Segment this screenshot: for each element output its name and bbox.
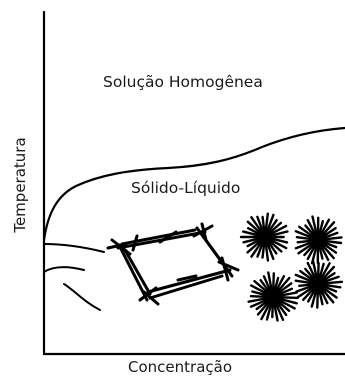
spherulite-ray [294,273,317,285]
crystal-square-aggregate [106,222,240,306]
spherulite-ray [318,265,336,283]
spherulite-ray [271,272,275,296]
spherulite-ray [250,238,265,258]
spherulite-ray [296,284,317,299]
homogeneous-region-label: Solução Homogênea [103,73,263,91]
spherulite-ray [249,297,272,308]
spherulite-ray [295,283,317,293]
spherulite-ray [306,218,318,239]
spherulite-ray [274,282,293,297]
spherulite-core [258,230,272,244]
spherulite-ray [319,236,343,241]
liquid-liquid-curves [43,243,105,311]
spherulite-ray [311,215,319,239]
spherulite-ray [241,230,264,238]
spherulite-4 [294,259,344,309]
spherulite-ray [273,275,286,296]
spherulite-1 [239,212,289,262]
spherulite-ray [264,213,275,236]
spherulite-2 [294,215,343,265]
spherulite-core [266,290,280,304]
spherulite-ray [316,285,320,309]
spherulite-crystals [239,212,344,322]
spherulite-ray [319,280,344,285]
spherulite-ray [264,238,275,260]
spherulite-ray [319,283,342,289]
upper-small-curve [43,243,105,253]
spherulite-ray [318,241,330,262]
spherulite-ray [298,225,317,240]
spherulite-ray [246,220,264,237]
spherulite-ray [250,216,265,236]
spherulite-ray [274,295,299,300]
spherulite-ray [318,241,335,260]
spherulite-ray [311,259,319,283]
spherulite-ray [262,275,273,296]
spherulite-ray [273,298,285,321]
spherulite-ray [274,296,298,305]
spherulite-ray [273,276,291,296]
spherulite-ray [319,284,338,299]
lower-small-curve [63,283,101,311]
spherulite-3 [247,271,299,322]
spherulite-ray [310,285,319,308]
spherulite-ray [318,285,335,304]
spherulite-ray [306,261,318,283]
spherulite-ray [266,230,289,238]
spherulite-ray [265,298,274,321]
spherulite-ray [264,238,270,262]
spherulite-ray [266,237,288,250]
spherulite-ray [256,298,273,316]
spherulite-ray [267,271,274,296]
spherulite-ray [318,262,331,283]
middle-small-curve [43,266,85,273]
spherulite-core [311,277,325,291]
spherulite-ray [274,291,298,298]
spherulite-ray [318,218,331,239]
spherulite-ray [318,221,336,240]
axes [42,10,345,356]
solid-liquid-region-label: Sólido-Líquido [131,179,240,197]
spherulite-ray [266,236,289,244]
spherulite-ray [260,298,273,321]
y-axis-label: Temperatura [11,137,29,233]
spherulite-ray [294,230,317,241]
spherulite-core [311,233,325,247]
spherulite-ray [294,279,317,285]
spherulite-ray [246,237,264,254]
solubility-curve [42,126,345,242]
spherulite-ray [273,298,288,317]
spherulite-ray [297,240,317,255]
spherulite-ray [274,297,296,310]
spherulite-ray [249,284,272,297]
spherulite-ray [253,279,272,297]
x-axis-label: Concentração [128,358,232,376]
spherulite-ray [266,224,288,237]
spherulite-ray [294,239,317,250]
spherulite-ray [319,239,343,245]
spherulite-ray [264,212,269,236]
spherulite-ray [272,298,279,322]
spherulite-ray [247,296,272,303]
